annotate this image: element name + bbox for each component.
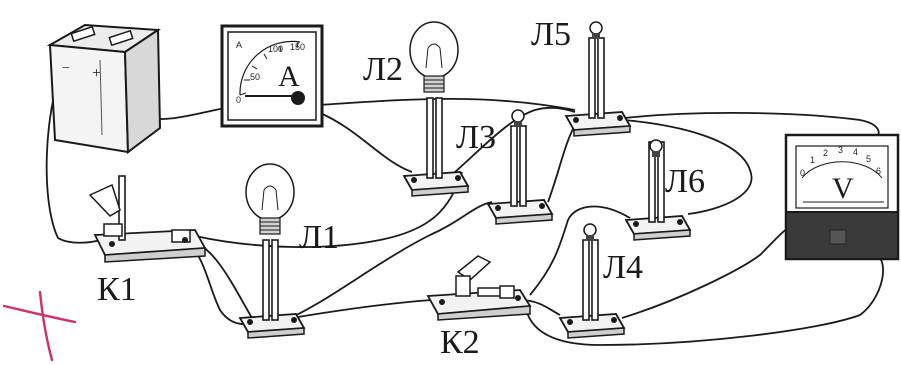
- ammeter-scale-100: 100: [268, 44, 283, 54]
- label-l5: Л5: [531, 16, 571, 53]
- label-l4: Л4: [603, 249, 643, 286]
- switch-k2: [426, 255, 532, 321]
- ammeter-unit: A: [236, 40, 242, 50]
- wire-l6-to-l4: [529, 205, 631, 296]
- ammeter-scale-150: 150: [290, 42, 305, 52]
- ammeter-knob: [291, 91, 305, 105]
- label-l6: Л6: [665, 163, 705, 200]
- wire-l1-to-l3: [289, 201, 493, 319]
- wire-k2-to-voltmeter-bottom: [524, 257, 884, 346]
- wire-k1-to-l2-loop: [194, 171, 463, 248]
- label-l2: Л2: [363, 51, 403, 88]
- lamp-l1: [239, 163, 305, 339]
- voltmeter-scale-6: 6: [876, 166, 881, 176]
- wire-l1-to-k2: [291, 299, 433, 319]
- ammeter-letter: A: [278, 60, 300, 93]
- ammeter-scale-50: 50: [250, 72, 260, 82]
- label-l1: Л1: [299, 219, 339, 256]
- battery-plus-sign: +: [92, 65, 101, 82]
- ammeter: A 0 50 100 150 A: [220, 24, 324, 128]
- voltmeter-scale-3: 3: [838, 145, 843, 155]
- voltmeter-scale-1: 1: [810, 155, 815, 165]
- lamp-l3: [487, 109, 553, 225]
- battery-minus-sign: −: [62, 61, 70, 76]
- label-k1: К1: [97, 271, 137, 308]
- wire-k1-down: [189, 243, 249, 326]
- wire-l2-to-l3: [454, 106, 576, 173]
- voltmeter-letter: V: [832, 172, 854, 205]
- ammeter-scale-0: 0: [236, 95, 241, 105]
- wire-l5-to-l6: [623, 119, 753, 215]
- wire-ammeter-to-l2: [317, 111, 413, 173]
- label-k2: К2: [440, 324, 480, 361]
- switch-k1: [88, 175, 207, 263]
- voltmeter-scale-5: 5: [866, 154, 871, 164]
- battery: + −: [46, 23, 162, 154]
- wire-l5-to-voltmeter: [624, 112, 880, 143]
- wire-l4-to-voltmeter: [621, 227, 791, 319]
- voltmeter-scale-4: 4: [853, 147, 858, 157]
- wire-ammeter-to-l5: [317, 97, 576, 111]
- label-l3: Л3: [456, 119, 496, 156]
- voltmeter-scale-0: 0: [800, 168, 805, 178]
- lamp-l5: [565, 21, 631, 137]
- voltmeter-scale-2: 2: [823, 148, 828, 158]
- handwritten-plus-mark: [2, 290, 77, 362]
- voltmeter: 0 1 2 3 4 5 6 V: [784, 133, 900, 261]
- wire-battery-to-k1: [45, 69, 101, 244]
